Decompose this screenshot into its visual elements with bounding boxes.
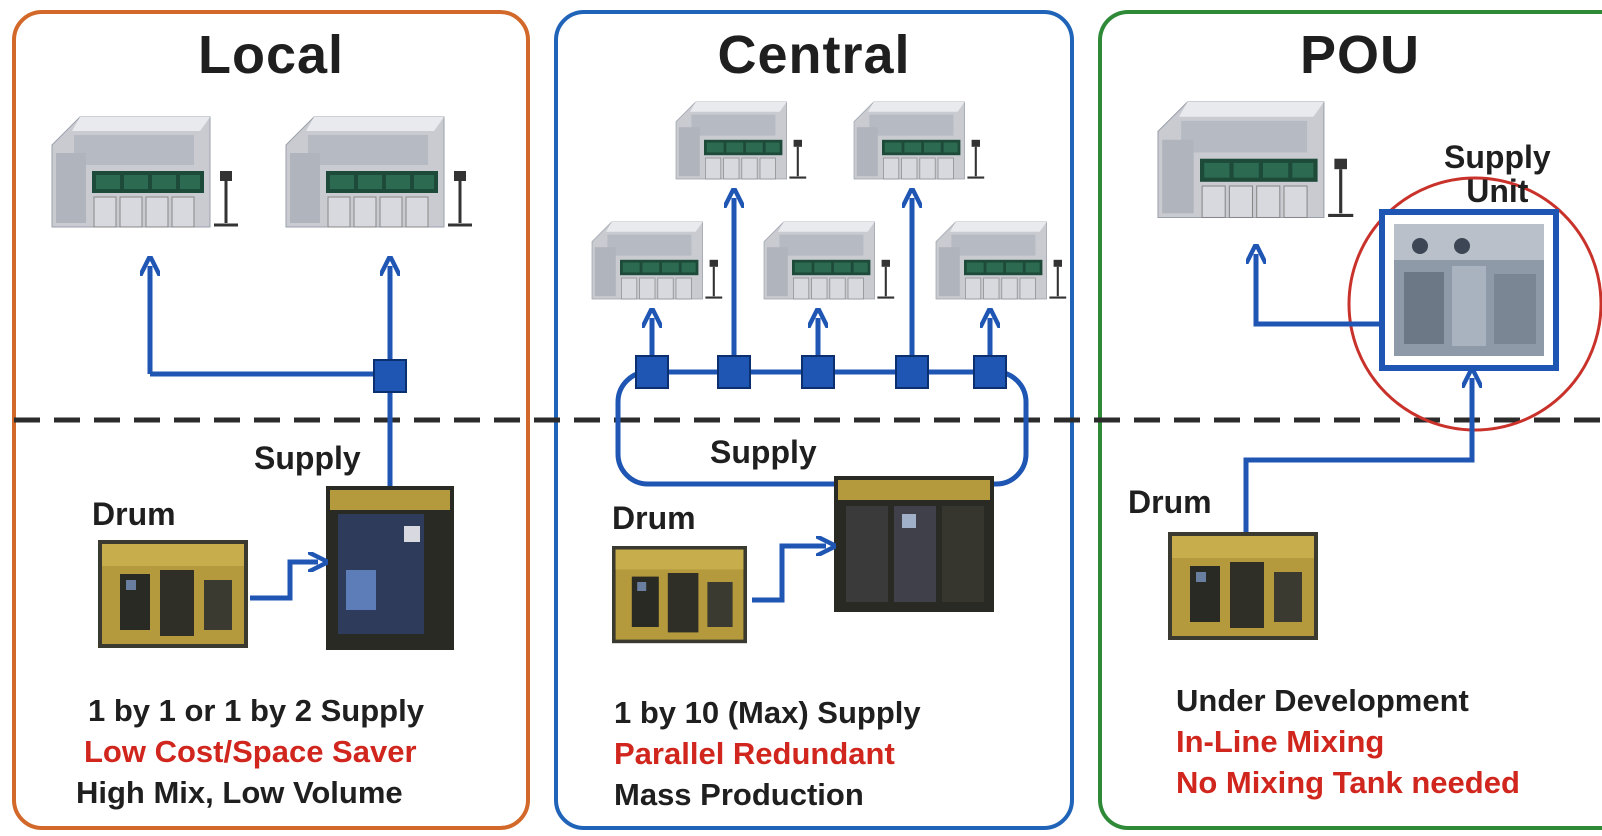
central-valve-5 [973, 355, 1007, 389]
central-title: Central [717, 25, 911, 85]
pou-supply-unit [1379, 209, 1559, 371]
central-desc-line1: 1 by 10 (Max) Supply [614, 695, 921, 730]
central-valve-2 [717, 355, 751, 389]
local-supply-unit [326, 486, 454, 650]
pou-drum [1168, 532, 1318, 640]
central-supply-unit [834, 476, 994, 612]
central-valve-1 [635, 355, 669, 389]
pou-desc-line1: Under Development [1176, 683, 1469, 718]
central-tool-2 [674, 100, 808, 181]
central-tool-5 [934, 220, 1068, 301]
local-valve [373, 359, 407, 393]
central-drum-label: Drum [612, 500, 696, 536]
local-desc-line1: 1 by 1 or 1 by 2 Supply [88, 693, 424, 728]
central-description: 1 by 10 (Max) Supply Parallel Redundant … [614, 692, 921, 815]
central-tool-1 [590, 220, 724, 301]
local-description: 1 by 1 or 1 by 2 Supply Low Cost/Space S… [76, 690, 424, 813]
local-supply-label: Supply [254, 440, 361, 476]
local-desc-line3: High Mix, Low Volume [76, 775, 403, 810]
pou-supply-unit-label: Supply Unit [1444, 139, 1551, 209]
central-valve-4 [895, 355, 929, 389]
local-tool-2 [284, 115, 474, 229]
pou-desc-line2: In-Line Mixing [1176, 724, 1385, 759]
pou-drum-label: Drum [1128, 484, 1212, 520]
central-valve-3 [801, 355, 835, 389]
central-tool-3 [762, 220, 896, 301]
pou-desc-line3: No Mixing Tank needed [1176, 765, 1520, 800]
local-desc-line2: Low Cost/Space Saver [84, 734, 417, 769]
pou-highlight-circle [1347, 176, 1602, 432]
pou-tool [1156, 100, 1355, 220]
local-tool-1 [50, 115, 240, 229]
central-tool-4 [852, 100, 986, 181]
pou-title: POU [1299, 25, 1421, 85]
pou-description: Under Development In-Line Mixing No Mixi… [1176, 680, 1520, 803]
local-drum-label: Drum [92, 496, 176, 532]
local-title: Local [197, 25, 345, 85]
central-supply-label: Supply [710, 434, 817, 470]
central-desc-line3: Mass Production [614, 777, 864, 812]
local-drum [98, 540, 248, 648]
central-drum [612, 546, 747, 644]
central-desc-line2: Parallel Redundant [614, 736, 895, 771]
